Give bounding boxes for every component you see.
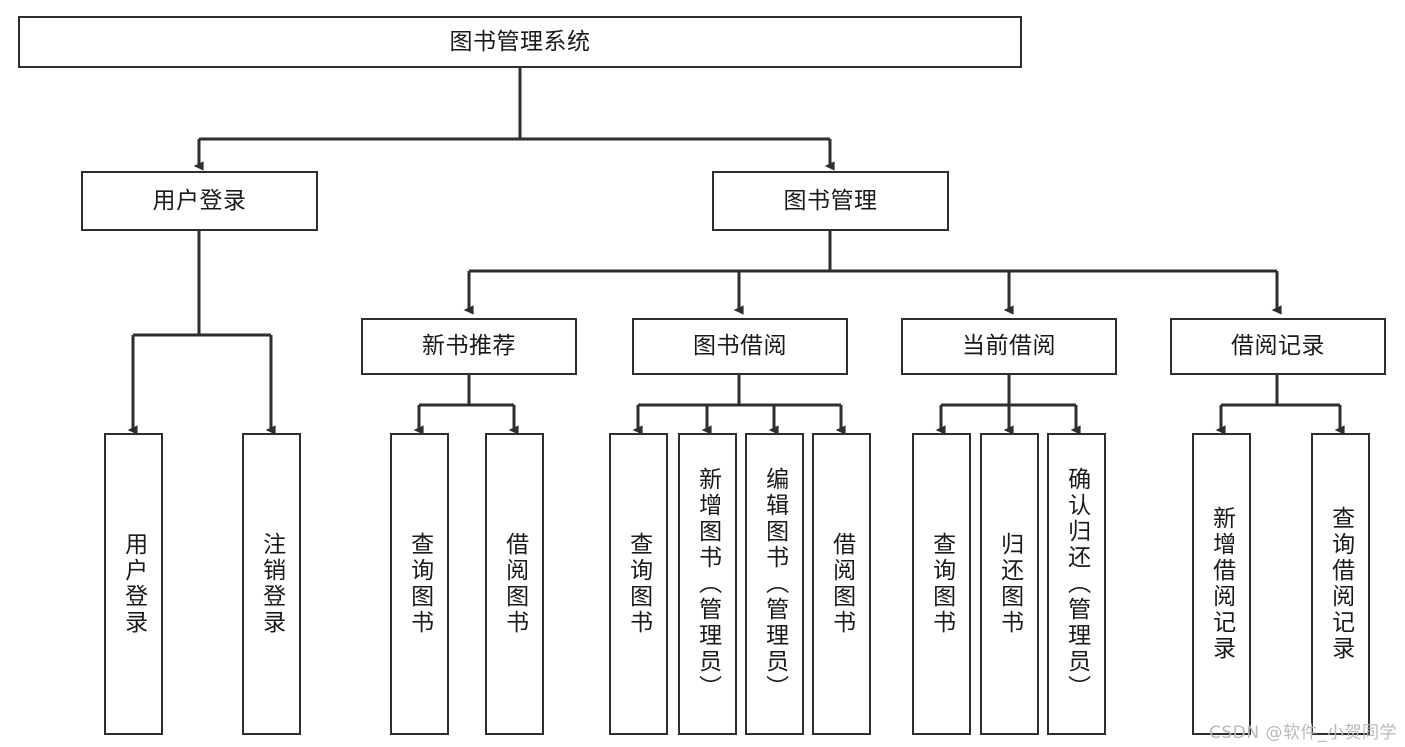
node-borrow-record[interactable]: 借阅记录 bbox=[1170, 318, 1386, 375]
node-label: 新书推荐 bbox=[422, 333, 516, 360]
node-root-system[interactable]: 图书管理系统 bbox=[18, 16, 1022, 68]
node-label: 查询图书 bbox=[625, 532, 652, 636]
node-label: 图书管理 bbox=[783, 187, 878, 214]
node-label: 用户登录 bbox=[120, 532, 147, 636]
node-label: 借阅图书 bbox=[828, 532, 855, 636]
node-new-book-recommend[interactable]: 新书推荐 bbox=[361, 318, 577, 375]
node-leaf-borrow-book[interactable]: 借阅图书 bbox=[812, 433, 871, 735]
node-label: 查询图书 bbox=[406, 532, 433, 636]
node-leaf-borrow-query-book[interactable]: 查询图书 bbox=[609, 433, 668, 735]
node-label: 确认归还（管理员） bbox=[1063, 467, 1090, 701]
node-label: 归还图书 bbox=[996, 532, 1023, 636]
node-label: 查询图书 bbox=[928, 532, 955, 636]
node-label: 编辑图书（管理员） bbox=[761, 467, 788, 701]
node-leaf-confirm-return-admin[interactable]: 确认归还（管理员） bbox=[1047, 433, 1106, 735]
node-label: 新增图书（管理员） bbox=[694, 467, 721, 701]
node-label: 查询借阅记录 bbox=[1327, 506, 1354, 662]
node-leaf-user-logout[interactable]: 注销登录 bbox=[242, 433, 301, 735]
node-label: 当前借阅 bbox=[962, 333, 1056, 360]
node-label: 图书管理系统 bbox=[449, 28, 591, 55]
node-current-borrow[interactable]: 当前借阅 bbox=[901, 318, 1117, 375]
node-label: 用户登录 bbox=[152, 187, 247, 214]
node-label: 新增借阅记录 bbox=[1208, 506, 1235, 662]
node-label: 图书借阅 bbox=[693, 333, 787, 360]
node-leaf-cur-query-book[interactable]: 查询图书 bbox=[912, 433, 971, 735]
node-book-borrow[interactable]: 图书借阅 bbox=[632, 318, 848, 375]
node-leaf-edit-book-admin[interactable]: 编辑图书（管理员） bbox=[745, 433, 804, 735]
node-leaf-user-login[interactable]: 用户登录 bbox=[104, 433, 163, 735]
node-leaf-rec-query-book[interactable]: 查询图书 bbox=[390, 433, 449, 735]
node-label: 借阅记录 bbox=[1231, 333, 1325, 360]
node-leaf-add-borrow-record[interactable]: 新增借阅记录 bbox=[1192, 433, 1251, 735]
node-label: 注销登录 bbox=[258, 532, 285, 636]
node-leaf-add-book-admin[interactable]: 新增图书（管理员） bbox=[678, 433, 737, 735]
node-user-login[interactable]: 用户登录 bbox=[81, 171, 318, 231]
node-label: 借阅图书 bbox=[501, 532, 528, 636]
node-leaf-return-book[interactable]: 归还图书 bbox=[980, 433, 1039, 735]
node-book-management[interactable]: 图书管理 bbox=[712, 171, 949, 231]
node-leaf-rec-borrow-book[interactable]: 借阅图书 bbox=[485, 433, 544, 735]
node-leaf-query-borrow-record[interactable]: 查询借阅记录 bbox=[1311, 433, 1370, 735]
